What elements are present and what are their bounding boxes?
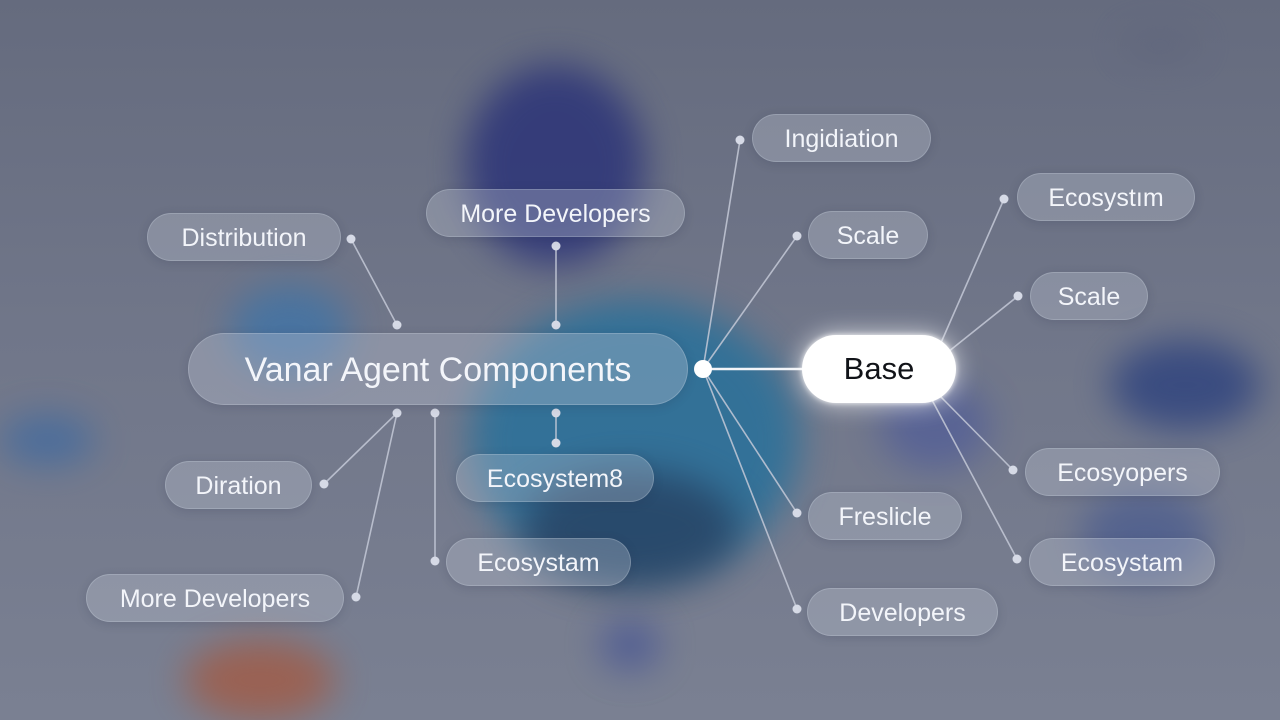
anchor-dot: [552, 242, 561, 251]
connector-diration: [324, 413, 397, 484]
anchor-dot: [431, 409, 440, 418]
anchor-dot: [347, 235, 356, 244]
hub-dot: [694, 360, 712, 378]
node-ecosystam-right[interactable]: Ecosystam: [1029, 538, 1215, 586]
central-node[interactable]: Vanar Agent Components: [188, 333, 688, 405]
connector-freslicle: [703, 369, 797, 513]
anchor-dot: [793, 509, 802, 518]
anchor-dot: [552, 439, 561, 448]
node-ingidiation[interactable]: Ingidiation: [752, 114, 931, 162]
node-scale-right[interactable]: Scale: [1030, 272, 1148, 320]
node-freslicle[interactable]: Freslicle: [808, 492, 962, 540]
connector-ecosyopers: [940, 396, 1013, 470]
anchor-dot: [552, 321, 561, 330]
anchor-dot: [393, 321, 402, 330]
connector-developers: [703, 369, 797, 609]
node-ecosystam-mid[interactable]: Ecosystam: [446, 538, 631, 586]
anchor-dot: [793, 232, 802, 241]
anchor-dot: [1014, 292, 1023, 301]
anchor-dot: [320, 480, 329, 489]
connector-more-developers-bottom: [356, 413, 397, 597]
node-more-developers-bottom[interactable]: More Developers: [86, 574, 344, 622]
anchor-dot: [393, 409, 402, 418]
node-distribution[interactable]: Distribution: [147, 213, 341, 261]
connector-distribution: [351, 239, 397, 325]
anchor-dot: [1013, 555, 1022, 564]
anchor-dot: [736, 136, 745, 145]
node-more-developers-top[interactable]: More Developers: [426, 189, 685, 237]
node-diration[interactable]: Diration: [165, 461, 312, 509]
node-ecosystim[interactable]: Ecosystım: [1017, 173, 1195, 221]
anchor-dot: [552, 409, 561, 418]
focus-node-base[interactable]: Base: [802, 335, 956, 403]
node-scale-mid[interactable]: Scale: [808, 211, 928, 259]
anchor-dot: [352, 593, 361, 602]
connector-ingidiation: [703, 140, 740, 369]
node-developers[interactable]: Developers: [807, 588, 998, 636]
connector-ecosystim: [940, 199, 1004, 345]
anchor-dot: [793, 605, 802, 614]
connector-scale-mid: [703, 236, 797, 369]
anchor-dot: [1009, 466, 1018, 475]
anchor-dot: [1000, 195, 1009, 204]
anchor-dot: [431, 557, 440, 566]
node-ecosystem-8[interactable]: Ecosystem8: [456, 454, 654, 502]
node-ecosyopers[interactable]: Ecosyopers: [1025, 448, 1220, 496]
